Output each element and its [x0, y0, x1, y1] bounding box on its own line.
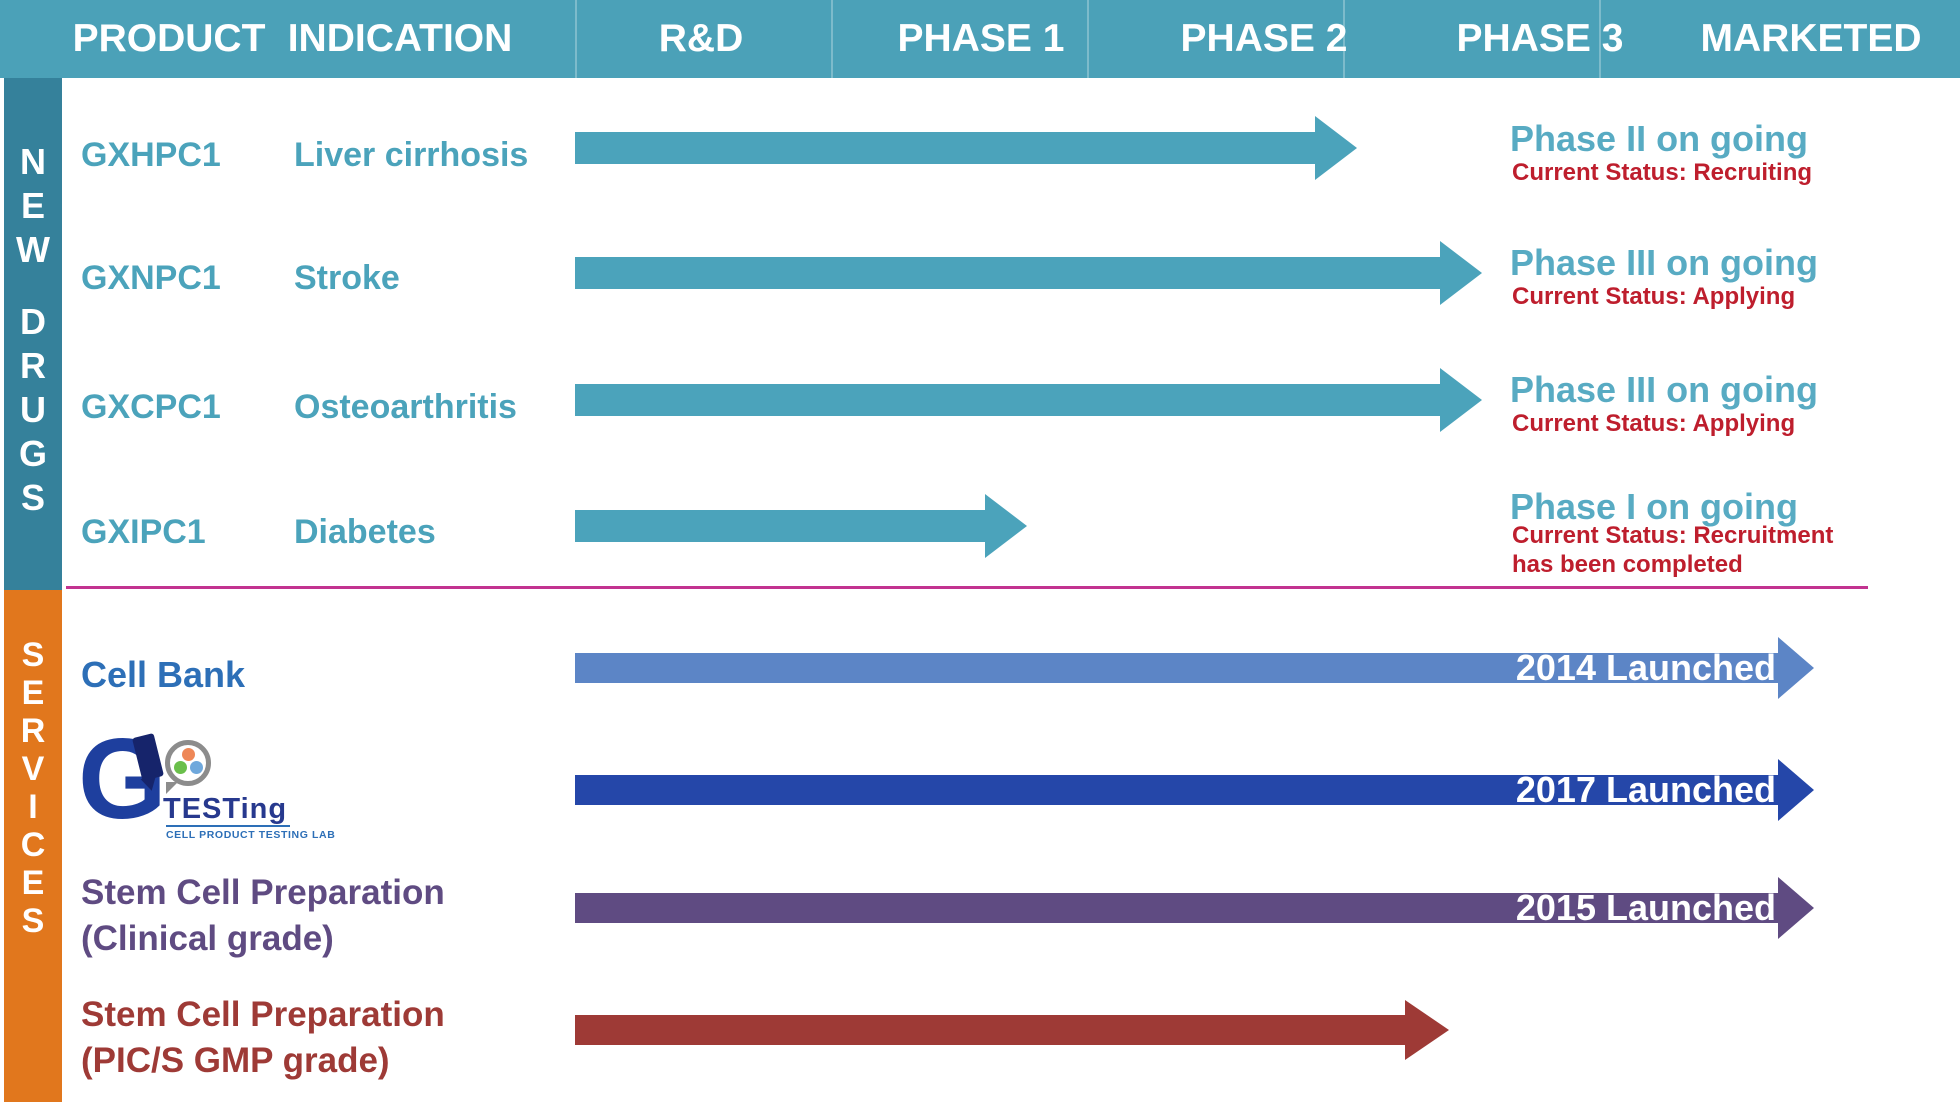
logo-title: TESTing [163, 793, 288, 825]
sidebar-letter: N [19, 141, 46, 182]
phase-header-bar: PRODUCT INDICATION R&D PHASE 1 PHASE 2 P… [0, 0, 1960, 78]
phase-status-label: Phase I on going [1510, 486, 1799, 527]
phase-status-label: Phase III on going [1510, 242, 1819, 283]
indication-label: Osteoarthritis [294, 388, 517, 426]
logo-rule [166, 825, 290, 827]
logo-subtitle: CELL PRODUCT TESTING LAB [166, 829, 336, 841]
current-status: Current Status: Recruitment has been com… [1512, 522, 1834, 578]
service-arrow-gmp [575, 1000, 1449, 1060]
header-seam [1599, 0, 1601, 78]
phase-status-label: Phase III on going [1510, 369, 1819, 410]
current-status: Current Status: Applying [1512, 283, 1796, 310]
launch-year-label: 2014 Launched [1515, 647, 1776, 688]
arrow-tip-icon [1315, 116, 1357, 180]
product-name: GXHPC1 [81, 136, 221, 174]
sidebar-letter: G [18, 433, 47, 474]
header-col-rd: R&D [658, 17, 744, 60]
product-name: GXIPC1 [81, 513, 206, 551]
arrow-tip-icon [1778, 877, 1814, 939]
cell-dot-green-icon [174, 761, 187, 774]
sidebar-letter: C [20, 826, 46, 864]
sidebar-letter: U [19, 389, 46, 430]
header-seam [1343, 0, 1345, 78]
sidebar-letter: V [21, 750, 45, 788]
header-col-indication: INDICATION [287, 17, 513, 60]
sidebar-letter: I [28, 788, 38, 826]
sidebar-letter: S [21, 902, 45, 940]
sidebar-letter: D [19, 301, 46, 342]
product-name: GXCPC1 [81, 388, 221, 426]
arrow-tip-icon [1440, 241, 1482, 305]
product-name: GXNPC1 [81, 259, 221, 297]
pipeline-arrow-gxcpc1 [575, 368, 1482, 432]
arrow-tip-icon [985, 494, 1027, 558]
service-arrow-clinical: 2015 Launched [575, 877, 1814, 939]
lens-bubble-tail-icon [166, 782, 178, 794]
service-arrow-cell-bank: 2014 Launched [575, 637, 1814, 699]
indication-label: Stroke [294, 259, 400, 297]
service-label-clinical: Stem Cell Preparation (Clinical grade) [81, 873, 445, 958]
sidebar-letter: W [16, 229, 50, 270]
lens-bubble-icon [165, 740, 211, 786]
sidebar-letter: S [20, 477, 45, 518]
indication-label: Diabetes [294, 513, 436, 551]
pipeline-arrow-gxnpc1 [575, 241, 1482, 305]
sidebar-letter: E [21, 674, 45, 712]
header-seam [1087, 0, 1089, 78]
section-divider-line [66, 586, 1868, 589]
indication-label: Liver cirrhosis [294, 136, 529, 174]
sidebar-letter: R [20, 712, 46, 750]
sidebar-letter: E [20, 185, 45, 226]
header-seam [831, 0, 833, 78]
arrow-tip-icon [1440, 368, 1482, 432]
service-label-cell-bank: Cell Bank [81, 654, 246, 695]
current-status: Current Status: Recruiting [1512, 159, 1813, 186]
header-col-marketed: MARKETED [1700, 17, 1922, 60]
cell-dot-orange-icon [182, 748, 195, 761]
current-status: Current Status: Applying [1512, 410, 1796, 437]
phase-status-label: Phase II on going [1510, 118, 1809, 159]
header-col-product: PRODUCT [72, 17, 266, 60]
pipeline-arrow-gxhpc1 [575, 116, 1357, 180]
sidebar-letter: E [21, 864, 45, 902]
arrow-tip-icon [1778, 637, 1814, 699]
gtesting-logo: G TESTing CELL PRODUCT TESTING LAB [78, 723, 335, 842]
launch-year-label: 2017 Launched [1515, 769, 1776, 810]
header-col-phase1: PHASE 1 [897, 17, 1065, 60]
arrow-tip-icon [1778, 759, 1814, 821]
header-col-phase2: PHASE 2 [1180, 17, 1348, 60]
launch-year-label: 2015 Launched [1515, 887, 1776, 928]
cell-dot-blue-icon [190, 761, 203, 774]
header-col-phase3: PHASE 3 [1456, 17, 1624, 60]
arrow-tip-icon [1405, 1000, 1449, 1060]
service-label-gmp: Stem Cell Preparation (PIC/S GMP grade) [81, 995, 445, 1080]
header-seam [575, 0, 577, 78]
pipeline-arrow-gxipc1 [575, 494, 1027, 558]
sidebar-letter: R [19, 345, 46, 386]
sidebar-letter: S [21, 636, 45, 674]
service-arrow-gtesting: 2017 Launched [575, 759, 1814, 821]
